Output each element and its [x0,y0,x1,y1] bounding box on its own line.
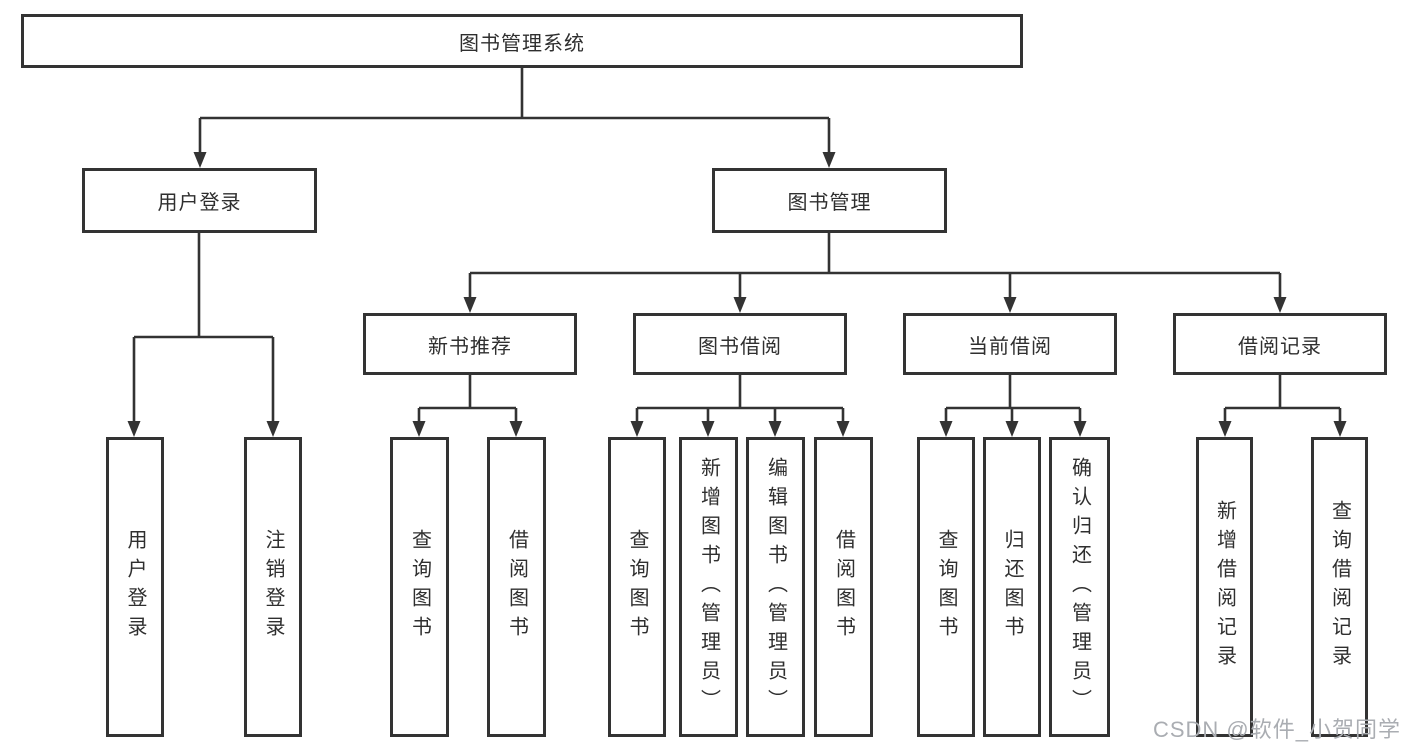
leaf-label: 注销登录 [262,529,284,645]
node-label: 新书推荐 [428,335,512,358]
leaf-label: 编辑图书（管理员） [764,456,787,718]
leaf-query-borrow-record: 查询借阅记录 [1311,437,1368,737]
leaf-label: 归还图书 [1001,529,1023,645]
leaf-logout: 注销登录 [244,437,302,737]
leaf-label: 借阅图书 [832,529,855,645]
leaf-borrow-books-recommend: 借阅图书 [487,437,546,737]
leaf-borrow-books: 借阅图书 [814,437,873,737]
leaf-add-borrow-record: 新增借阅记录 [1196,437,1253,737]
leaf-query-books-current: 查询图书 [917,437,975,737]
leaf-confirm-return-admin: 确认归还（管理员） [1049,437,1110,737]
node-label: 借阅记录 [1238,335,1322,358]
csdn-watermark: CSDN @软件_小贺同学 [1152,717,1401,742]
node-library-system: 图书管理系统 [21,14,1023,68]
node-book-borrowing: 图书借阅 [633,313,847,375]
leaf-return-books: 归还图书 [983,437,1041,737]
leaf-label: 新增借阅记录 [1213,500,1236,674]
node-new-book-recommend: 新书推荐 [363,313,577,375]
node-user-login: 用户登录 [82,168,317,233]
leaf-label: 用户登录 [124,529,146,645]
leaf-add-books-admin: 新增图书（管理员） [679,437,738,737]
leaf-query-books-recommend: 查询图书 [390,437,449,737]
node-label: 当前借阅 [968,335,1052,358]
leaf-query-books-borrowing: 查询图书 [608,437,666,737]
node-label: 图书借阅 [698,335,782,358]
leaf-label: 新增图书（管理员） [697,456,720,718]
node-book-management: 图书管理 [712,168,947,233]
node-current-borrowing: 当前借阅 [903,313,1117,375]
node-label: 图书管理系统 [459,32,585,55]
leaf-label: 借阅图书 [505,529,528,645]
leaf-user-login: 用户登录 [106,437,164,737]
leaf-label: 查询图书 [408,529,431,645]
connector-path [132,68,1342,424]
arrowhead-icons [127,152,1347,437]
leaf-label: 查询图书 [935,529,957,645]
leaf-label: 确认归还（管理员） [1068,456,1091,718]
leaf-edit-books-admin: 编辑图书（管理员） [746,437,805,737]
node-label: 用户登录 [157,192,242,214]
leaf-label: 查询图书 [626,529,648,645]
leaf-label: 查询借阅记录 [1328,500,1351,674]
node-label: 图书管理 [787,192,872,214]
node-borrowing-records: 借阅记录 [1173,313,1387,375]
